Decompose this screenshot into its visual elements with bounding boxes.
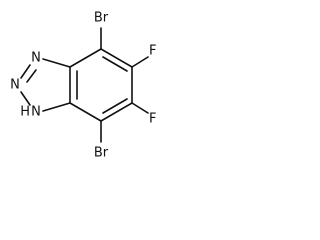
atom-label-n-top: N (31, 51, 41, 66)
bond-n2-n1 (20, 91, 31, 106)
bond-c6-f (131, 102, 149, 114)
bond-c4-c5 (100, 48, 133, 68)
atom-label-f-lower: F (149, 112, 156, 127)
bond-n1-c7a (42, 102, 71, 112)
bond-c6-c7 (100, 102, 133, 122)
bond-c3a-c4 (69, 48, 102, 68)
atom-label-br-bottom: Br (94, 146, 109, 161)
bond-c7-c7a (69, 102, 102, 122)
atom-label-n-middle: N (10, 78, 20, 93)
bond-n3-n2 (20, 64, 31, 79)
bond-c3a-n3 (42, 58, 71, 68)
bond-c4-c5-double (102, 56, 128, 72)
benzotriazole-structure-diagram: Br F F Br N N N H (10, 11, 156, 161)
bond-c6-c7-double (102, 98, 128, 114)
atom-label-f-upper: F (149, 44, 156, 59)
atom-label-h: H (20, 105, 30, 120)
atom-label-br-top: Br (94, 11, 109, 26)
atom-label-n-h: N (31, 105, 41, 120)
bond-c5-f (131, 56, 149, 68)
bond-n3-n2-double (26, 69, 37, 83)
